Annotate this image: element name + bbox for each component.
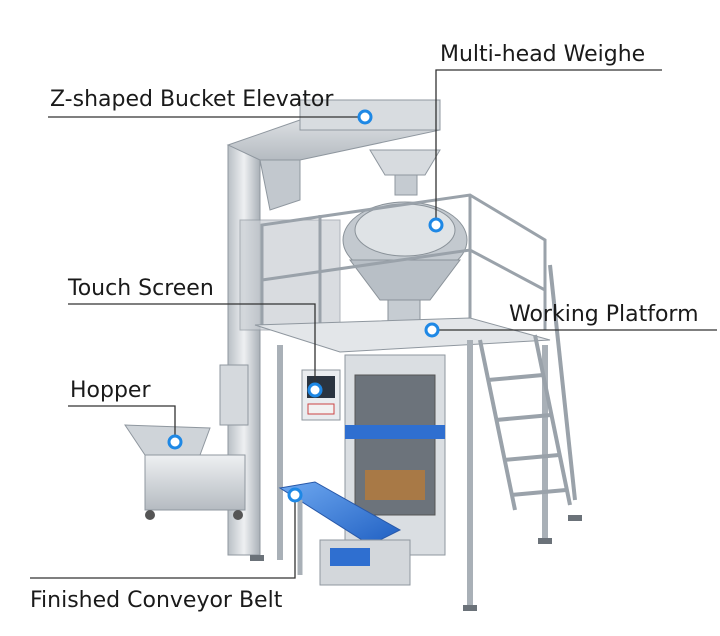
platform-deck (254, 317, 551, 610)
marker-z-elevator (357, 109, 373, 125)
label-z-elevator: Z-shaped Bucket Elevator (50, 87, 334, 112)
leader-lines (30, 69, 717, 579)
weigher-body (342, 149, 468, 323)
ladder (478, 264, 577, 511)
leader-conveyor (30, 495, 296, 579)
label-hopper: Hopper (70, 378, 151, 403)
label-conveyor: Finished Conveyor Belt (30, 588, 283, 613)
hopper-body (124, 364, 249, 520)
platform-rails (260, 193, 547, 330)
leader-weigher (435, 69, 662, 225)
callout-markers (167, 109, 444, 503)
leader-hopper (68, 405, 176, 442)
label-touch-screen: Touch Screen (68, 276, 214, 301)
label-platform: Working Platform (509, 302, 699, 327)
leader-touch-screen (68, 303, 316, 390)
marker-hopper (167, 434, 183, 450)
marker-conveyor (287, 487, 303, 503)
packaging-body (344, 354, 446, 556)
marker-weigher (428, 217, 444, 233)
conveyor-body (278, 481, 411, 586)
label-weigher: Multi-head Weighe (440, 42, 646, 67)
machine-feet (250, 515, 582, 611)
touch-screen-panel (301, 369, 341, 421)
marker-touch-screen (307, 382, 323, 398)
marker-platform (424, 322, 440, 338)
